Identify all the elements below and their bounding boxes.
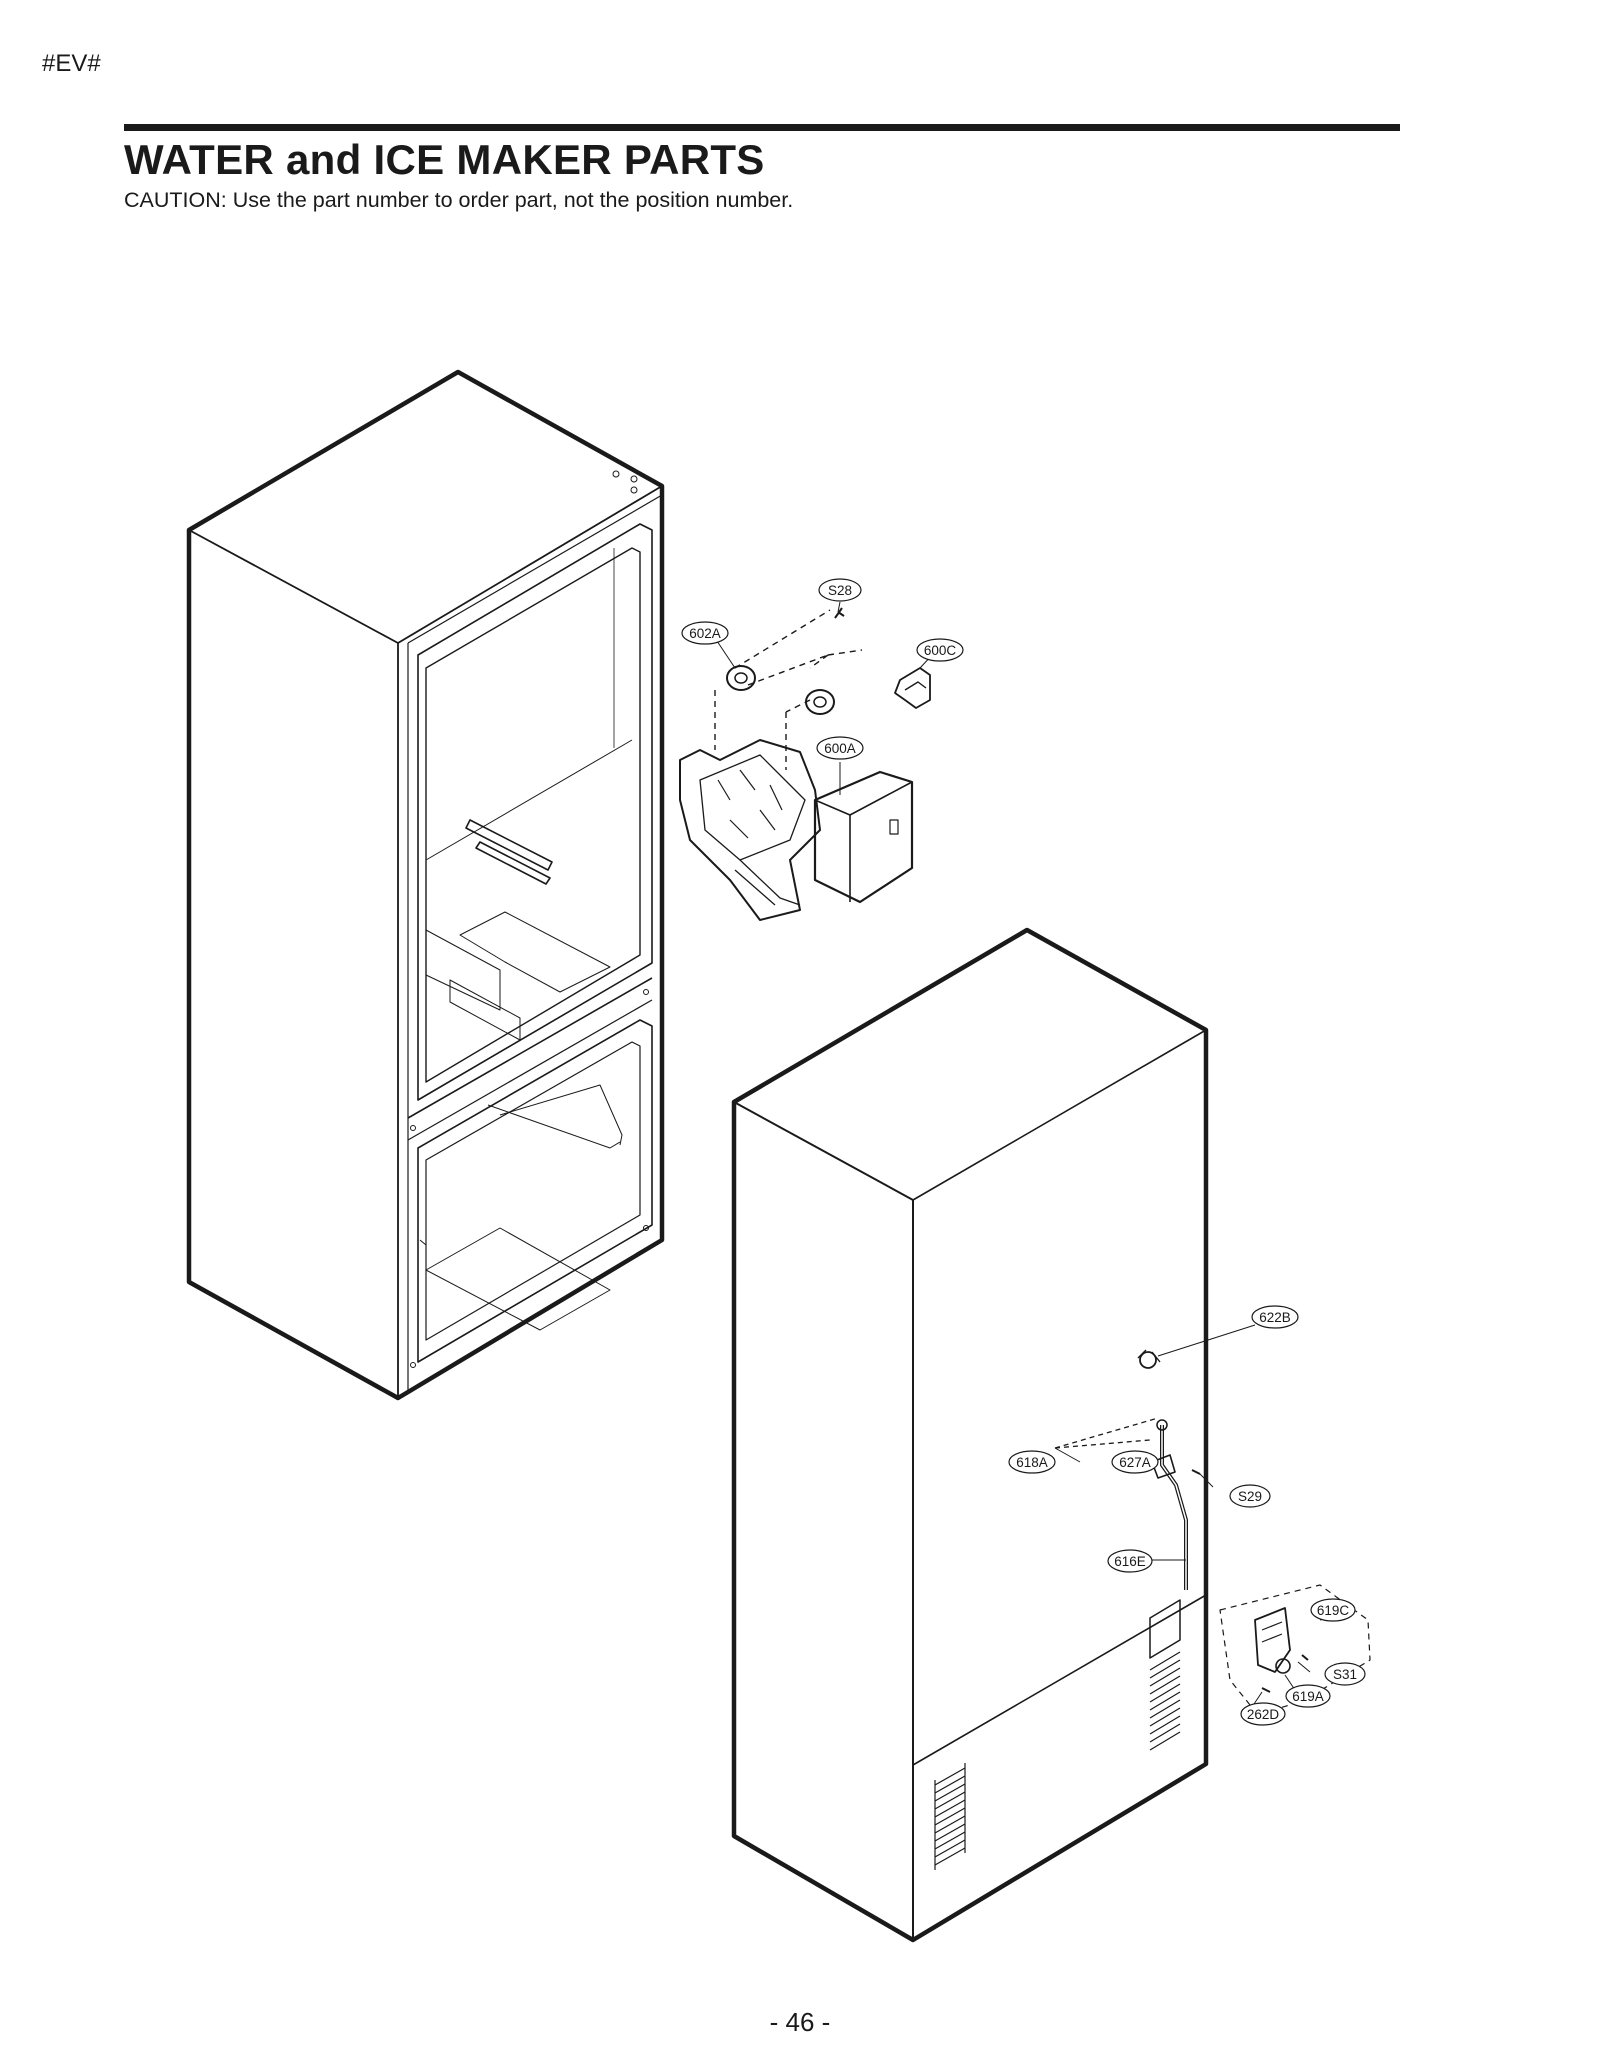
model-code: #EV#	[42, 50, 101, 77]
callout-s28: S28	[818, 578, 862, 602]
callout-627a-label: 627A	[1119, 1455, 1151, 1470]
callout-s31-label: S31	[1333, 1667, 1357, 1682]
callout-616e: 616E	[1107, 1549, 1153, 1573]
callout-600a-label: 600A	[824, 741, 856, 756]
callout-600c: 600C	[916, 638, 964, 662]
page-number: - 46 -	[769, 2007, 831, 2037]
callout-619c-label: 619C	[1317, 1603, 1350, 1618]
callout-627a: 627A	[1111, 1450, 1159, 1474]
leader-lines	[712, 601, 1329, 1711]
rear-cabinet-illustration	[731, 927, 1209, 1943]
callout-622b-label: 622B	[1259, 1310, 1291, 1325]
callout-619a: 619A	[1285, 1684, 1331, 1708]
water-valve-illustration	[1219, 1584, 1371, 1716]
callout-262d: 262D	[1240, 1702, 1286, 1726]
callout-602a: 602A	[681, 621, 729, 645]
callout-s28-label: S28	[828, 583, 852, 598]
caution-note: CAUTION: Use the part number to order pa…	[124, 188, 794, 212]
callout-618a: 618A	[1008, 1450, 1056, 1474]
callout-619a-label: 619A	[1292, 1689, 1324, 1704]
callout-616e-label: 616E	[1114, 1554, 1146, 1569]
callout-s29-label: S29	[1238, 1489, 1262, 1504]
page-title: WATER and ICE MAKER PARTS	[124, 136, 765, 183]
callout-600a: 600A	[816, 736, 864, 760]
ice-maker-illustration	[679, 607, 931, 921]
callout-s31: S31	[1324, 1662, 1366, 1686]
callout-622b: 622B	[1251, 1305, 1299, 1329]
callout-600c-label: 600C	[924, 643, 957, 658]
callout-602a-label: 602A	[689, 626, 721, 641]
cabinet-illustration	[186, 369, 665, 1401]
callout-619c: 619C	[1310, 1598, 1356, 1622]
title-rule	[124, 124, 1400, 131]
callout-262d-label: 262D	[1247, 1707, 1280, 1722]
callout-s29: S29	[1229, 1484, 1271, 1508]
callout-618a-label: 618A	[1016, 1455, 1048, 1470]
